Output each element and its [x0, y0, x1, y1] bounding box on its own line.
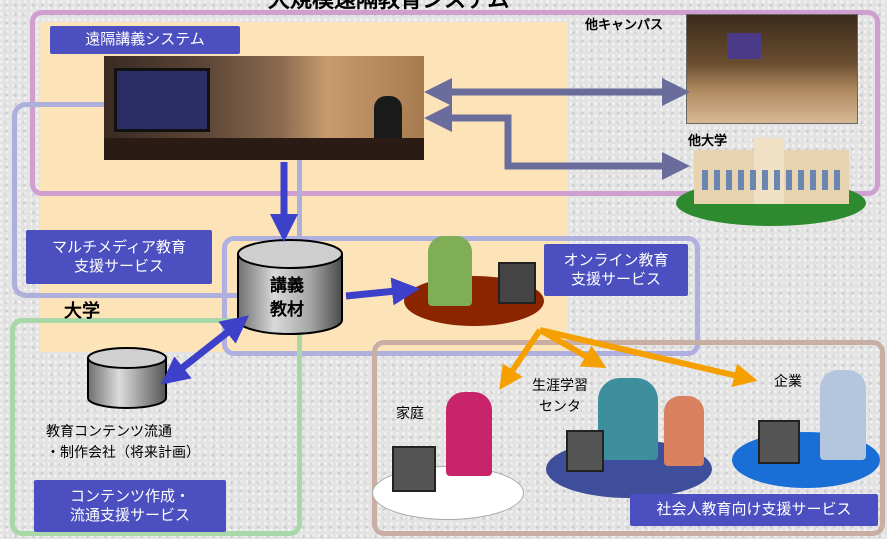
company-person-icon — [820, 370, 866, 460]
online-laptop-icon — [498, 262, 536, 304]
home-label: 家庭 — [396, 406, 424, 422]
other-campus-label: 他キャンパス — [585, 18, 664, 33]
adult-frame — [372, 340, 885, 536]
online-text: オンライン教育 支援サービス — [563, 250, 669, 289]
arrow-to-univ — [424, 104, 690, 180]
online-box: オンライン教育 支援サービス — [544, 244, 688, 296]
page-title: 大規模遠隔教育システム — [268, 0, 510, 13]
materials-label-2: 教材 — [270, 300, 304, 320]
remote-system-box: 遠隔講義システム — [50, 26, 240, 54]
company-label: 企業 — [774, 374, 802, 390]
arrow-orange-company — [539, 327, 758, 387]
content-frame — [10, 318, 302, 536]
company-laptop-icon — [758, 420, 800, 464]
arrow-materials-content — [161, 315, 249, 385]
adult-box: 社会人教育向け支援サービス — [630, 494, 878, 526]
home-person-icon — [446, 392, 492, 476]
university-label: 大学 — [64, 301, 100, 322]
lecture-materials-cylinder — [237, 239, 343, 335]
lifelong-man-icon — [598, 378, 658, 460]
content-text: コンテンツ作成・ 流通支援サービス — [69, 486, 190, 525]
other-campus-photo — [686, 14, 858, 124]
lecture-screen-icon — [114, 68, 210, 132]
campus-screen-icon — [727, 33, 761, 59]
content-box: コンテンツ作成・ 流通支援サービス — [34, 480, 226, 532]
lifelong-label: 生涯学習 センタ — [532, 378, 588, 415]
lifelong-woman-icon — [664, 396, 704, 466]
building-windows — [702, 170, 842, 190]
multimedia-text: マルチメディア教育 支援サービス — [52, 237, 186, 276]
audience-icon — [104, 138, 424, 160]
university-building-icon — [694, 138, 849, 204]
materials-label-1: 講義 — [270, 276, 304, 296]
content-db-cylinder — [87, 347, 167, 409]
other-univ-label: 他大学 — [688, 134, 728, 149]
lecture-photo — [104, 56, 424, 160]
arrow-orange-home — [499, 328, 543, 390]
home-laptop-icon — [392, 446, 436, 492]
content-company-label: 教育コンテンツ流通 ・制作会社（将来計画） — [46, 424, 200, 461]
lifelong-laptop-icon — [566, 430, 604, 472]
arrow-orange-lifelong — [538, 327, 607, 368]
online-user-person-icon — [428, 236, 472, 306]
multimedia-box: マルチメディア教育 支援サービス — [26, 230, 212, 284]
arrow-to-online — [345, 277, 420, 306]
